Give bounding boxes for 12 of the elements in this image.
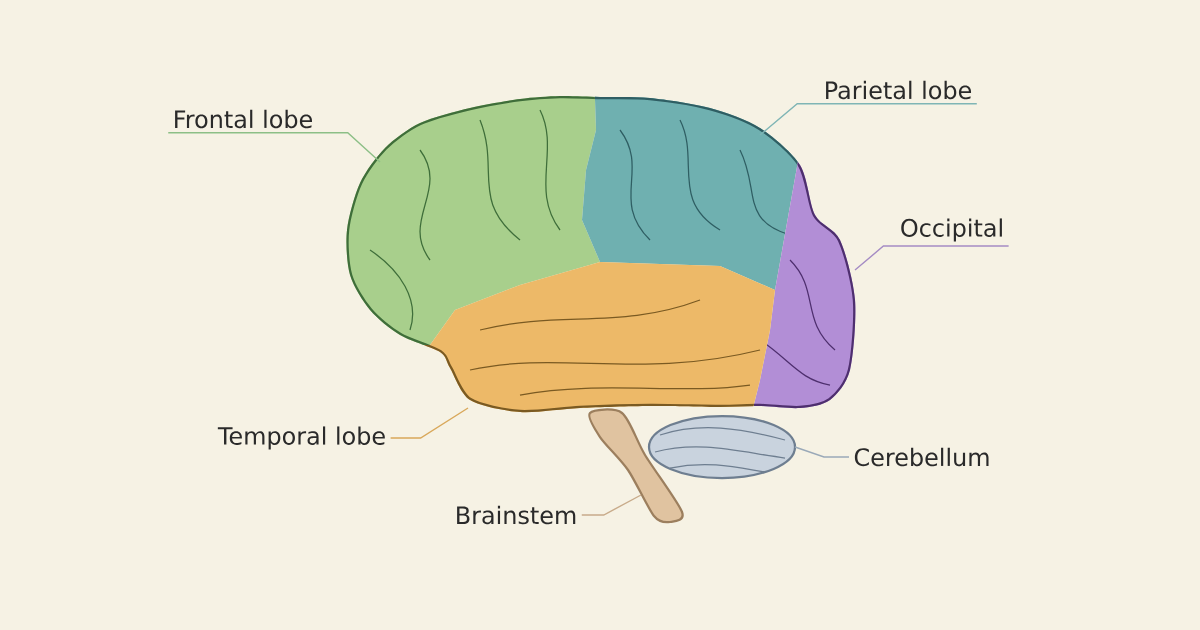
leader-line xyxy=(167,132,381,163)
part-label: Frontal lobe xyxy=(175,109,312,129)
part-label: Parietal lobe xyxy=(826,80,972,100)
leader-line xyxy=(759,103,978,136)
part-label: Brainstem xyxy=(457,505,576,525)
leader-line xyxy=(794,446,850,458)
part-label: Cerebellum xyxy=(854,447,989,467)
leader-line xyxy=(854,245,1010,271)
part-label: Occipital xyxy=(901,218,1002,242)
leader-line xyxy=(581,494,642,516)
part-label: Temporal lobe xyxy=(217,426,385,450)
leader-line xyxy=(389,407,469,439)
